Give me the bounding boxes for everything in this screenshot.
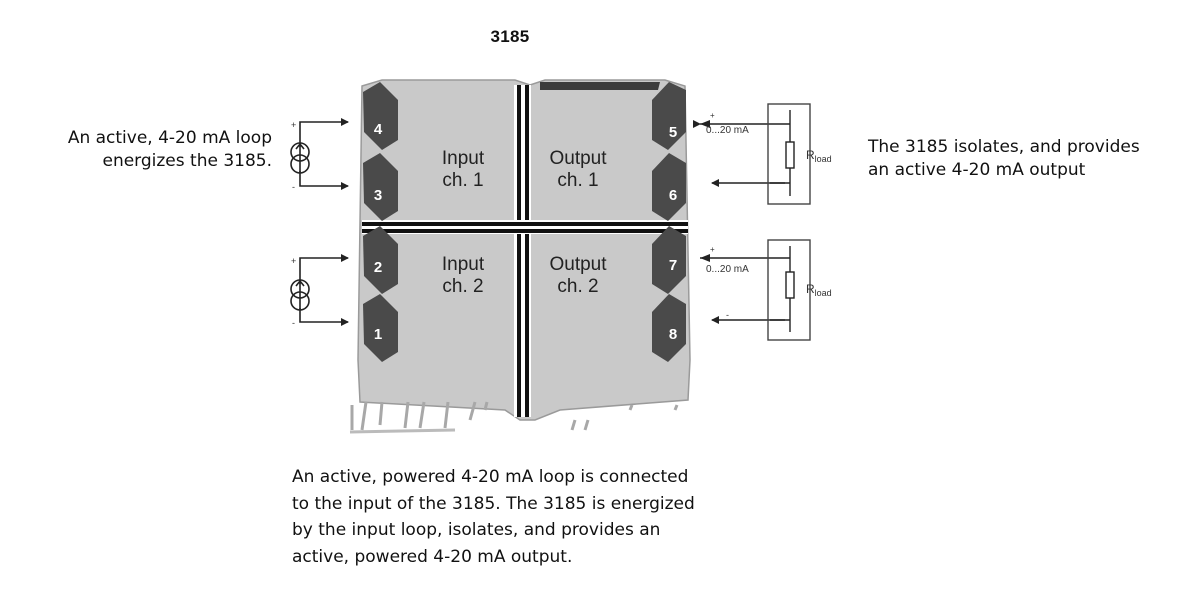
- description-line-4: active, powered 4-20 mA output.: [292, 546, 573, 567]
- diagram-title: 3185: [490, 27, 530, 46]
- terminal-7: 7: [652, 226, 686, 294]
- output-note-line-2: an active 4-20 mA output: [868, 160, 1086, 180]
- output-1-rload-sub: load: [815, 154, 832, 164]
- input-loop-1: [290, 118, 349, 190]
- output-ch2-label-1: Output: [549, 254, 607, 275]
- input-loop-note-line-1: An active, 4-20 mA loop: [67, 128, 272, 148]
- input-loop-note: An active, 4-20 mA loop energizes the 31…: [10, 127, 272, 173]
- terminal-3-number: 3: [374, 187, 382, 204]
- din-rail-feet: [349, 401, 679, 434]
- output-1-plus: +: [710, 111, 715, 120]
- left-terminals: 4 3 2 1: [363, 82, 398, 362]
- input-loop-1-plus: +: [291, 120, 296, 130]
- terminal-2: 2: [363, 226, 398, 294]
- output-2-rload-r: R: [806, 282, 815, 296]
- terminal-1: 1: [363, 294, 398, 362]
- description-line-3: by the input loop, isolates, and provide…: [292, 520, 661, 540]
- output-1-range: 0...20 mA: [706, 125, 749, 136]
- terminal-8-number: 8: [669, 326, 677, 343]
- terminal-6: 6: [652, 153, 686, 221]
- output-2-minus: -: [726, 310, 729, 320]
- terminal-6-number: 6: [669, 187, 677, 204]
- input-ch2-label-2: ch. 2: [442, 276, 483, 297]
- input-loop-note-line-2: energizes the 3185.: [102, 151, 272, 171]
- output-2-rload-sub: load: [815, 288, 832, 298]
- output-1-rload-r: R: [806, 148, 815, 162]
- description-note: An active, powered 4-20 mA loop is conne…: [292, 464, 792, 570]
- terminal-4: 4: [363, 82, 398, 150]
- description-line-1: An active, powered 4-20 mA loop is conne…: [292, 467, 689, 487]
- description-line-2: to the input of the 3185. The 3185 is en…: [292, 493, 695, 514]
- input-ch2-label-1: Input: [442, 254, 485, 275]
- right-terminals: 5 6 7 8: [652, 82, 686, 362]
- input-loop-2-plus: +: [291, 256, 296, 266]
- input-loop-2: [290, 254, 349, 326]
- top-latch: [540, 82, 660, 90]
- output-ch1-label-1: Output: [549, 148, 607, 169]
- terminal-7-number: 7: [669, 257, 677, 274]
- output-load-1: [693, 103, 811, 205]
- output-2-range: 0...20 mA: [706, 264, 749, 275]
- input-loop-2-minus: -: [292, 318, 295, 328]
- output-note: The 3185 isolates, and provides an activ…: [868, 136, 1200, 182]
- terminal-4-number: 4: [374, 121, 383, 138]
- channel-dividers: [362, 85, 688, 417]
- output-ch2-label-2: ch. 2: [557, 276, 598, 297]
- terminal-8: 8: [652, 294, 686, 362]
- terminal-5-number: 5: [669, 124, 677, 141]
- output-2-plus: +: [710, 245, 715, 254]
- input-ch1-label-2: ch. 1: [442, 170, 483, 191]
- output-ch1-label-2: ch. 1: [557, 170, 598, 191]
- output-1-rload: Rload: [806, 148, 832, 164]
- terminal-1-number: 1: [374, 326, 382, 343]
- output-load-2: [700, 239, 811, 341]
- input-ch1-label-1: Input: [442, 148, 485, 169]
- terminal-3: 3: [363, 153, 398, 221]
- terminal-2-number: 2: [374, 259, 382, 276]
- output-2-rload: Rload: [806, 282, 832, 298]
- output-1-arrow-icon: [700, 120, 710, 128]
- output-2-arrow-icon: [700, 254, 710, 262]
- input-loop-1-minus: -: [292, 182, 295, 192]
- terminal-5: 5: [652, 82, 686, 150]
- output-note-line-1: The 3185 isolates, and provides: [868, 137, 1140, 157]
